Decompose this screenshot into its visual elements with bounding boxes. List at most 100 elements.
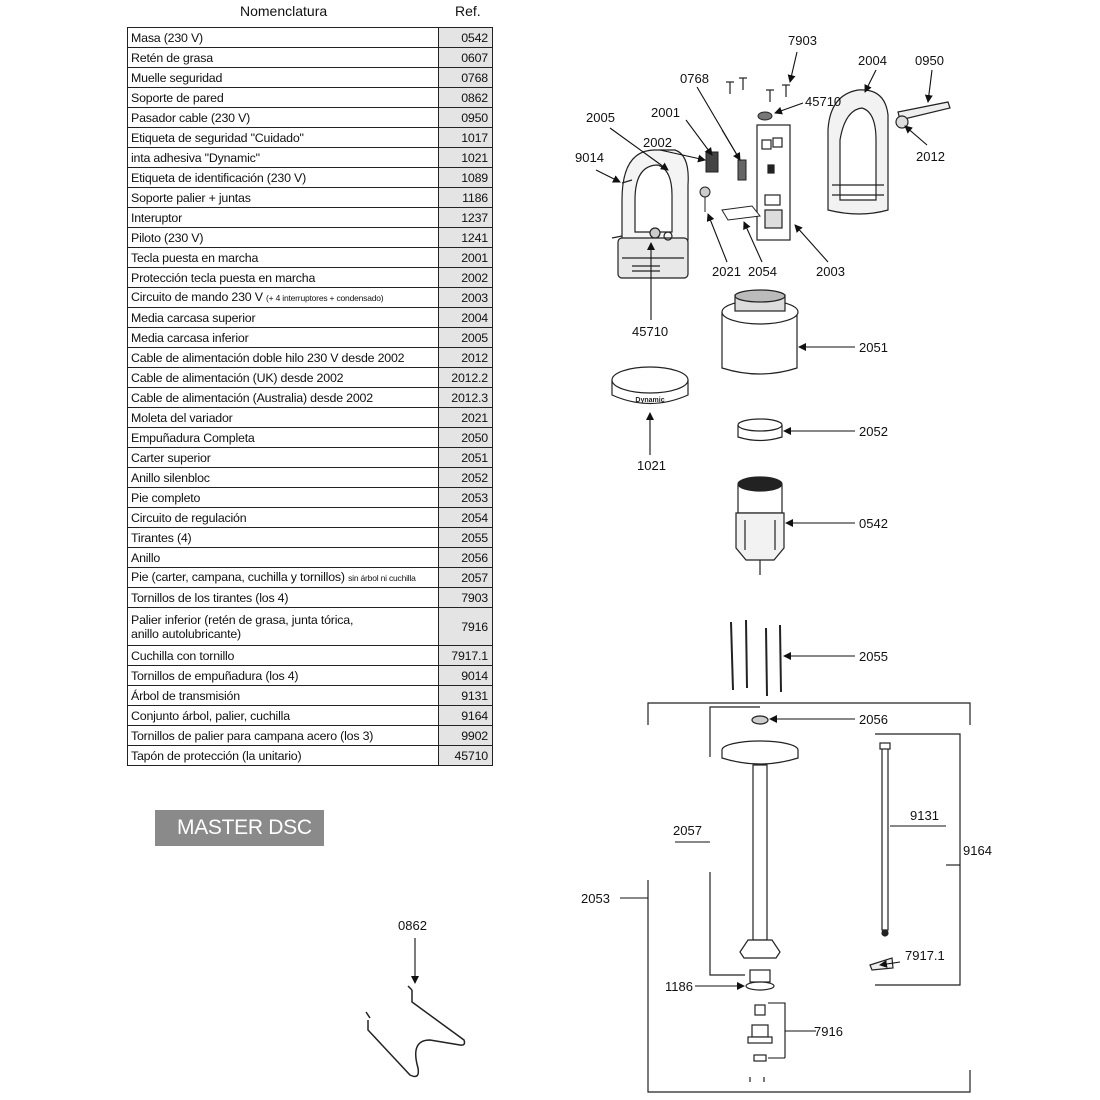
callout-1021: 1021 — [637, 458, 666, 473]
part-name-text: Retén de grasa — [131, 50, 213, 65]
part-name-text: Anillo silenbloc — [131, 470, 210, 485]
part-ref: 45710 — [438, 745, 493, 766]
part-name-text: Pie completo — [131, 490, 201, 505]
foot-assembly-frame — [647, 702, 971, 1093]
part-name-line: anillo autolubricante) — [131, 626, 241, 641]
part-name: Tecla puesta en marcha — [127, 247, 439, 268]
callout-2056: 2056 — [859, 712, 888, 727]
part-name-text: Moleta del variador — [131, 410, 233, 425]
callout-0768: 0768 — [680, 71, 709, 86]
callout-0542: 0542 — [859, 516, 888, 531]
part-name-text: Tornillos de palier para campana acero (… — [131, 728, 374, 743]
part-ref: 0542 — [438, 27, 493, 48]
start-button-parts — [699, 129, 761, 221]
part-name: Palier inferior (retén de grasa, junta t… — [127, 607, 439, 646]
callout-7916: 7916 — [814, 1024, 843, 1039]
callout-45710-bottom: 45710 — [632, 324, 668, 339]
part-name: Protección tecla puesta en marcha — [127, 267, 439, 288]
part-name: Retén de grasa — [127, 47, 439, 68]
protection-cap — [757, 111, 773, 121]
part-ref: 0862 — [438, 87, 493, 108]
part-ref: 2021 — [438, 407, 493, 428]
band-decal: Dynamic — [635, 397, 664, 404]
callout-2057: 2057 — [673, 823, 702, 838]
part-name-text: Cable de alimentación doble hilo 230 V d… — [131, 350, 405, 365]
part-name: Etiqueta de identificación (230 V) — [127, 167, 439, 188]
lower-half-housing — [617, 149, 689, 279]
part-name-text: Carter superior — [131, 450, 211, 465]
part-ref: 2051 — [438, 447, 493, 468]
callout-labels: 7903 2004 0950 0768 45710 2001 2005 2002… — [398, 33, 992, 1039]
part-name-text: Cuchilla con tornillo — [131, 648, 235, 663]
callout-9131: 9131 — [910, 808, 939, 823]
drive-shaft — [879, 742, 891, 937]
parts-row: Palier inferior (retén de grasa, junta t… — [127, 607, 493, 646]
part-ref: 1186 — [438, 187, 493, 208]
part-ref: 2012.3 — [438, 387, 493, 408]
callout-0950: 0950 — [915, 53, 944, 68]
part-ref: 9131 — [438, 685, 493, 706]
parts-row: Cable de alimentación doble hilo 230 V d… — [127, 347, 493, 368]
callout-9164: 9164 — [963, 843, 992, 858]
callout-45710-top: 45710 — [805, 94, 841, 109]
part-name-text: Pie (carter, campana, cuchilla y tornill… — [131, 570, 345, 584]
callout-2055: 2055 — [859, 649, 888, 664]
callout-2002: 2002 — [643, 135, 672, 150]
callout-2012: 2012 — [916, 149, 945, 164]
callout-2001: 2001 — [651, 105, 680, 120]
leader-lines — [411, 51, 960, 1059]
part-name-text: Tornillos de empuñadura (los 4) — [131, 668, 299, 683]
part-name: Tornillos de palier para campana acero (… — [127, 725, 439, 746]
callout-0862: 0862 — [398, 918, 427, 933]
part-name-text: inta adhesiva "Dynamic" — [131, 150, 260, 165]
part-name: Media carcasa inferior — [127, 327, 439, 348]
power-cable-gland — [895, 101, 951, 129]
parts-row: Tapón de protección (la unitario) 45710 — [127, 745, 493, 766]
part-name-text: Media carcasa inferior — [131, 330, 249, 345]
part-name-text: Media carcasa superior — [131, 310, 256, 325]
part-ref: 2053 — [438, 487, 493, 508]
part-name: Pie completo — [127, 487, 439, 508]
parts-row: Pie (carter, campana, cuchilla y tornill… — [127, 567, 493, 588]
part-name: Pie (carter, campana, cuchilla y tornill… — [127, 567, 439, 588]
part-ref: 2003 — [438, 287, 493, 308]
part-name-text: Masa (230 V) — [131, 30, 203, 45]
part-name-text: Piloto (230 V) — [131, 230, 204, 245]
part-name-text: Tirantes (4) — [131, 530, 192, 545]
part-name-text: Protección tecla puesta en marcha — [131, 270, 316, 285]
part-name-text: Etiqueta de identificación (230 V) — [131, 170, 307, 185]
motor-mass — [735, 476, 785, 575]
part-ref: 1241 — [438, 227, 493, 248]
part-name-text: Interuptor — [131, 210, 183, 225]
part-name-text: Empuñadura Completa — [131, 430, 255, 445]
part-ref: 7917.1 — [438, 645, 493, 666]
part-ref: 7916 — [438, 607, 493, 646]
part-ref: 2005 — [438, 327, 493, 348]
part-name-text: Muelle seguridad — [131, 70, 223, 85]
part-ref: 1017 — [438, 127, 493, 148]
part-ref: 9164 — [438, 705, 493, 726]
callout-2051: 2051 — [859, 340, 888, 355]
part-name-text: Tecla puesta en marcha — [131, 250, 259, 265]
part-name-text: Circuito de mando 230 V — [131, 290, 263, 304]
part-name-text: Árbol de transmisión — [131, 688, 240, 703]
parts-row: Soporte de pared 0862 — [127, 87, 493, 108]
part-name-text: Tornillos de los tirantes (los 4) — [131, 590, 289, 605]
callout-2053: 2053 — [581, 891, 610, 906]
callout-2003: 2003 — [816, 264, 845, 279]
part-ref: 2056 — [438, 547, 493, 568]
part-name-line: Palier inferior (retén de grasa, junta t… — [131, 612, 354, 627]
callout-2004: 2004 — [858, 53, 887, 68]
screws-7903 — [726, 77, 790, 102]
parts-row: Media carcasa inferior 2005 — [127, 327, 493, 348]
part-name-text: Soporte de pared — [131, 90, 224, 105]
part-ref: 2057 — [438, 567, 493, 588]
part-name-text: Pasador cable (230 V) — [131, 110, 251, 125]
callout-2005: 2005 — [586, 110, 615, 125]
handle-screws-9014 — [611, 179, 633, 239]
part-name-text: Tapón de protección (la unitario) — [131, 748, 302, 763]
silentbloc-ring — [737, 418, 783, 442]
